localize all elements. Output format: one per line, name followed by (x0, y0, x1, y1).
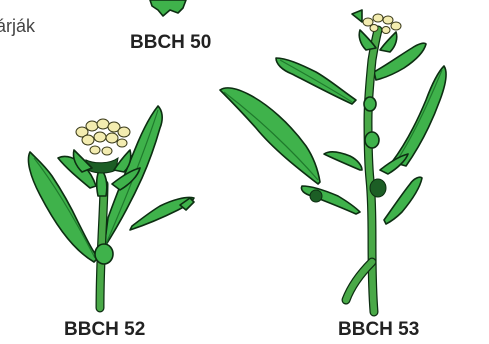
plant-bbch-53 (220, 10, 446, 312)
flower-buds-bbch-52 (73, 119, 130, 173)
plant-bbch-52 (28, 106, 194, 308)
plant-bbch-50 (150, 0, 186, 16)
text-fragment: árják (0, 16, 35, 37)
stage-label-bbch-52: BBCH 52 (64, 319, 145, 341)
stage-label-bbch-50: BBCH 50 (130, 32, 211, 54)
stage-label-bbch-53: BBCH 53 (338, 319, 419, 341)
